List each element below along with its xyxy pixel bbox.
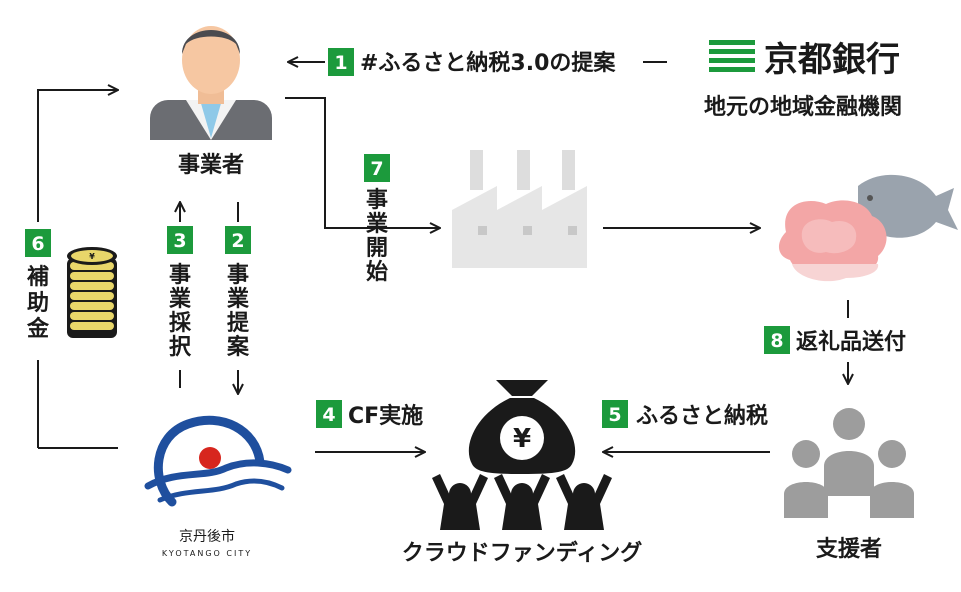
svg-text:事: 事 [169,262,191,288]
step-7-arrow [285,97,440,228]
bank-subtitle: 地元の地域金融機関 [704,94,902,120]
svg-text:7: 7 [370,158,383,180]
step-6-arrow [37,90,118,222]
group-of-people-icon [784,408,914,518]
step-2-badge: 2 [225,226,251,254]
svg-text:事: 事 [366,187,388,213]
step-7-badge: 7 [364,154,390,182]
svg-text:提: 提 [227,310,250,336]
business-label: 事業者 [178,152,244,178]
svg-text:業: 業 [366,212,389,237]
svg-text:開: 開 [366,236,388,261]
step-5-label: ふるさと納税 [636,403,768,429]
svg-text:4: 4 [322,404,335,426]
svg-text:¥: ¥ [89,252,95,261]
step-8-label: 返礼品送付 [796,329,906,355]
svg-text:採: 採 [169,311,192,336]
step-6-label: 補 助 金 [26,264,50,342]
svg-text:6: 6 [31,233,44,255]
step-4-badge: 4 [316,400,342,428]
kyotango-city-logo [144,415,292,507]
svg-text:業: 業 [169,287,192,312]
step-2-label: 事 業 提 案 [226,262,250,360]
step-8-badge: 8 [764,326,790,354]
bank-name: 京都銀行 [764,40,900,80]
city-name: 京丹後市 [179,528,235,545]
step-5-badge: 5 [602,400,628,428]
step-3-label: 事 業 採 択 [169,262,192,360]
meat-and-fish-icon [778,174,958,282]
svg-text:助: 助 [27,291,49,316]
svg-text:択: 択 [169,335,192,360]
step-7-label: 事 業 開 始 [366,187,389,285]
cheering-people-icon [432,474,612,530]
svg-text:金: 金 [26,316,50,342]
bank-logo-icon [709,40,755,72]
step-6-badge: 6 [25,229,51,257]
coin-stack-icon: ¥ [67,247,117,338]
supporters-label: 支援者 [816,537,882,562]
yen-money-bag-icon: ¥ [468,380,576,474]
svg-text:¥: ¥ [513,424,531,454]
step-1-label: #ふるさと納税3.0の提案 [360,50,616,76]
svg-text:業: 業 [227,287,250,312]
step-1-badge: 1 [328,48,354,76]
factory-icon [452,150,587,268]
svg-text:補: 補 [26,264,49,290]
step-4-label: CF実施 [348,403,423,429]
svg-text:始: 始 [366,259,388,285]
businessman-icon [150,26,272,140]
svg-text:1: 1 [334,52,347,74]
crowdfunding-label: クラウドファンディング [402,540,642,566]
svg-text:案: 案 [226,334,250,360]
svg-text:3: 3 [173,230,186,252]
svg-text:8: 8 [770,330,783,352]
svg-text:2: 2 [231,230,244,252]
city-romaji: KYOTANGO CITY [162,549,252,558]
svg-text:5: 5 [608,404,621,426]
step-3-badge: 3 [167,226,193,254]
svg-text:事: 事 [227,262,249,288]
